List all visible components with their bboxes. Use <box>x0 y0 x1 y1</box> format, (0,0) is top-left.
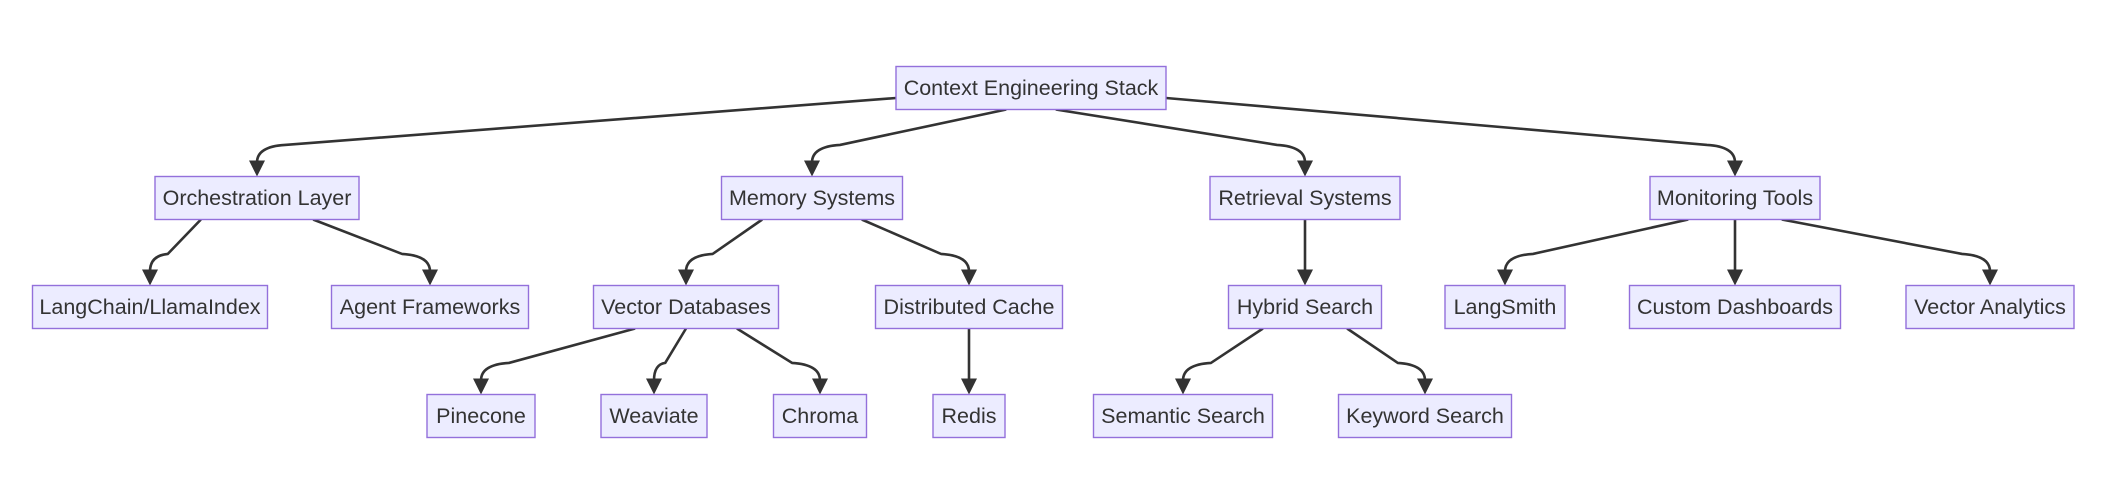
node-memory-box <box>720 175 904 221</box>
node-monitoring-box <box>1649 175 1821 221</box>
node-agent-frameworks-box <box>330 284 530 330</box>
node-root: Context Engineering Stack <box>895 65 1167 111</box>
edge-monitoring-to-langsmith <box>1503 218 1689 272</box>
node-vector-analytics-box <box>1905 284 2075 330</box>
node-vector-databases-box <box>592 284 780 330</box>
edge-memory-to-vector_databases <box>684 218 763 272</box>
node-redis-label: Redis <box>942 404 997 428</box>
arrowhead-root-to-memory <box>804 160 820 177</box>
node-langsmith-label: LangSmith <box>1454 295 1557 319</box>
node-vector-databases: Vector Databases <box>592 284 780 330</box>
arrowhead-monitoring-to-langsmith <box>1497 269 1513 286</box>
edge-root-to-retrieval <box>1055 108 1307 163</box>
edges-layer <box>142 96 1998 395</box>
arrowhead-vector_databases-to-chroma <box>812 378 828 395</box>
edge-monitoring-to-vector_analytics <box>1781 218 1992 272</box>
node-agent-frameworks: Agent Frameworks <box>330 284 530 330</box>
node-root-label: Context Engineering Stack <box>904 76 1159 100</box>
edge-vector_databases-to-chroma <box>736 327 822 381</box>
node-keyword-search: Keyword Search <box>1337 393 1513 439</box>
node-vector-analytics: Vector Analytics <box>1905 284 2075 330</box>
edge-root-to-orchestration <box>255 96 897 163</box>
node-retrieval: Retrieval Systems <box>1209 175 1401 221</box>
edge-hybrid_search-to-keyword_search <box>1346 327 1427 381</box>
node-custom-dashboards-label: Custom Dashboards <box>1637 295 1833 319</box>
node-redis: Redis <box>932 393 1006 439</box>
arrowhead-root-to-retrieval <box>1297 160 1313 177</box>
arrowhead-monitoring-to-vector_analytics <box>1982 269 1998 286</box>
arrowhead-root-to-monitoring <box>1727 160 1743 177</box>
edge-hybrid_search-to-semantic_search <box>1181 327 1264 381</box>
node-hybrid-search: Hybrid Search <box>1227 284 1383 330</box>
node-retrieval-label: Retrieval Systems <box>1218 186 1391 210</box>
node-weaviate-box <box>600 393 708 439</box>
node-vector-databases-label: Vector Databases <box>601 295 771 319</box>
edge-memory-to-distributed_cache <box>861 218 971 272</box>
arrowhead-monitoring-to-custom_dashboards <box>1727 269 1743 286</box>
node-semantic-search-box <box>1092 393 1274 439</box>
node-chroma: Chroma <box>772 393 868 439</box>
node-monitoring: Monitoring Tools <box>1649 175 1821 221</box>
node-semantic-search-label: Semantic Search <box>1101 404 1265 428</box>
edge-vector_databases-to-weaviate <box>652 327 688 381</box>
node-vector-analytics-label: Vector Analytics <box>1914 295 2066 319</box>
node-monitoring-label: Monitoring Tools <box>1657 186 1813 210</box>
node-pinecone-label: Pinecone <box>436 404 526 428</box>
node-chroma-label: Chroma <box>782 404 859 428</box>
node-hybrid-search-box <box>1227 284 1383 330</box>
arrowhead-orchestration-to-langchain <box>142 269 158 286</box>
arrowhead-hybrid_search-to-keyword_search <box>1417 378 1433 395</box>
node-langchain: LangChain/LlamaIndex <box>31 284 269 330</box>
arrowhead-root-to-orchestration <box>249 160 265 177</box>
edge-root-to-monitoring <box>1165 96 1737 163</box>
node-keyword-search-box <box>1337 393 1513 439</box>
node-distributed-cache-label: Distributed Cache <box>884 295 1055 319</box>
node-keyword-search-label: Keyword Search <box>1346 404 1504 428</box>
node-root-box <box>895 65 1167 111</box>
edge-orchestration-to-langchain <box>148 218 202 272</box>
node-hybrid-search-label: Hybrid Search <box>1237 295 1373 319</box>
edge-orchestration-to-agent_frameworks <box>312 218 432 272</box>
node-chroma-box <box>772 393 868 439</box>
arrowhead-hybrid_search-to-semantic_search <box>1175 378 1191 395</box>
node-pinecone: Pinecone <box>426 393 536 439</box>
node-custom-dashboards: Custom Dashboards <box>1628 284 1842 330</box>
node-redis-box <box>932 393 1006 439</box>
node-agent-frameworks-label: Agent Frameworks <box>340 295 520 319</box>
node-weaviate-label: Weaviate <box>609 404 698 428</box>
node-distributed-cache: Distributed Cache <box>874 284 1064 330</box>
node-custom-dashboards-box <box>1628 284 1842 330</box>
arrowhead-retrieval-to-hybrid_search <box>1297 269 1313 286</box>
edge-root-to-memory <box>810 108 1007 163</box>
node-distributed-cache-box <box>874 284 1064 330</box>
node-pinecone-box <box>426 393 536 439</box>
node-memory-label: Memory Systems <box>729 186 895 210</box>
node-langsmith: LangSmith <box>1444 284 1566 330</box>
node-langchain-box <box>31 284 269 330</box>
node-orchestration-label: Orchestration Layer <box>163 186 352 210</box>
node-langsmith-box <box>1444 284 1566 330</box>
node-semantic-search: Semantic Search <box>1092 393 1274 439</box>
node-orchestration: Orchestration Layer <box>154 175 360 221</box>
node-retrieval-box <box>1209 175 1401 221</box>
node-langchain-label: LangChain/LlamaIndex <box>39 295 260 319</box>
node-orchestration-box <box>154 175 360 221</box>
arrowhead-vector_databases-to-pinecone <box>473 378 489 395</box>
arrowhead-memory-to-vector_databases <box>678 269 694 286</box>
node-memory: Memory Systems <box>720 175 904 221</box>
arrowhead-orchestration-to-agent_frameworks <box>422 269 438 286</box>
node-weaviate: Weaviate <box>600 393 708 439</box>
arrowhead-memory-to-distributed_cache <box>961 269 977 286</box>
arrowhead-vector_databases-to-weaviate <box>646 378 662 395</box>
edge-vector_databases-to-pinecone <box>479 327 636 381</box>
arrowhead-distributed_cache-to-redis <box>961 378 977 395</box>
